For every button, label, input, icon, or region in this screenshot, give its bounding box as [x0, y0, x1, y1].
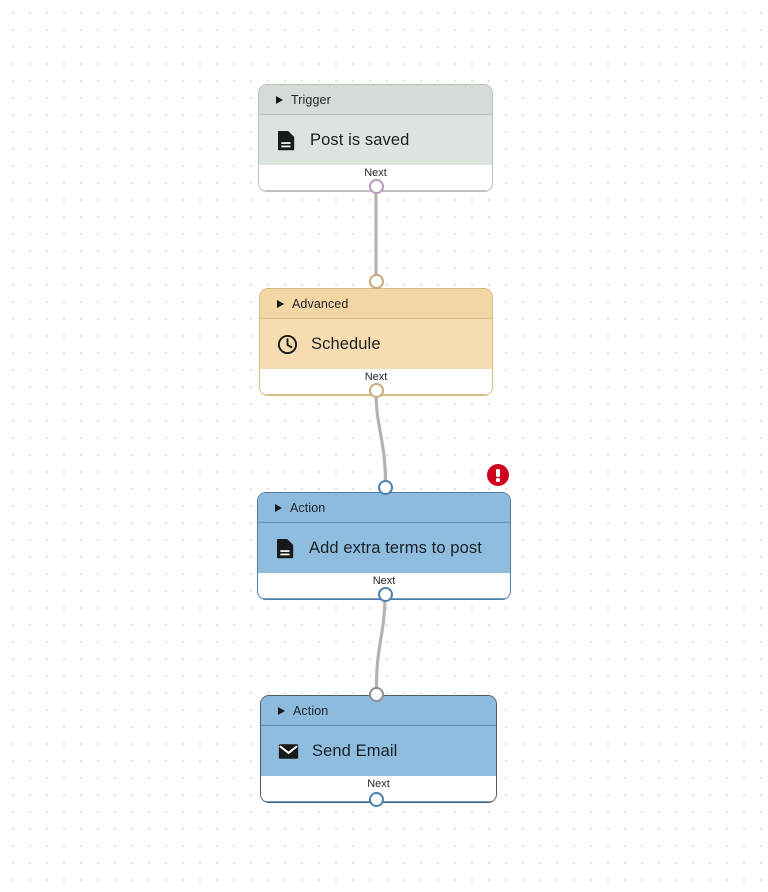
node-advanced-title: Schedule — [311, 334, 381, 353]
document-icon — [275, 538, 296, 559]
connector-advanced-to-action-terms — [374, 388, 388, 489]
node-action-email-body[interactable]: Send Email — [261, 726, 496, 776]
node-action-email-title: Send Email — [312, 741, 398, 760]
caret-right-icon[interactable] — [276, 95, 283, 104]
node-action-terms-header[interactable]: Action — [258, 493, 510, 523]
caret-right-icon[interactable] — [275, 503, 282, 512]
clock-icon — [277, 334, 298, 355]
node-advanced-header[interactable]: Advanced — [260, 289, 492, 319]
node-trigger-footer[interactable]: Next — [259, 165, 492, 191]
node-trigger[interactable]: Trigger Post is saved Next — [258, 84, 493, 192]
node-action-terms-body[interactable]: Add extra terms to post — [258, 523, 510, 573]
caret-right-icon[interactable] — [277, 299, 284, 308]
port-action-email-output[interactable] — [369, 792, 384, 807]
node-trigger-body[interactable]: Post is saved — [259, 115, 492, 165]
node-trigger-header-label: Trigger — [291, 92, 331, 107]
port-trigger-output[interactable] — [369, 179, 384, 194]
node-action-email-header-label: Action — [293, 703, 329, 718]
node-trigger-title: Post is saved — [310, 130, 410, 149]
port-advanced-output[interactable] — [369, 383, 384, 398]
node-action-terms-header-label: Action — [290, 500, 326, 515]
port-action-terms-output[interactable] — [378, 587, 393, 602]
node-trigger-header[interactable]: Trigger — [259, 85, 492, 115]
node-advanced-header-label: Advanced — [292, 296, 349, 311]
node-action-terms-next-label: Next — [372, 575, 396, 587]
error-badge[interactable] — [487, 464, 509, 486]
node-action-email-next-label: Next — [367, 778, 390, 790]
envelope-icon — [278, 741, 299, 762]
port-action-email-input[interactable] — [369, 687, 384, 702]
node-advanced-next-label: Next — [364, 371, 388, 383]
document-icon — [276, 130, 297, 151]
node-action-send-email[interactable]: Action Send Email Next — [260, 695, 497, 803]
node-advanced-body[interactable]: Schedule — [260, 319, 492, 369]
node-action-terms-title: Add extra terms to post — [309, 538, 482, 557]
caret-right-icon[interactable] — [278, 706, 285, 715]
error-exclamation-icon — [496, 468, 500, 482]
port-advanced-input[interactable] — [369, 274, 384, 289]
node-advanced[interactable]: Advanced Schedule Next — [259, 288, 493, 396]
port-action-terms-input[interactable] — [378, 480, 393, 495]
node-trigger-next-label: Next — [364, 167, 387, 179]
connector-action-terms-to-action-email — [374, 592, 387, 692]
node-action-add-extra-terms[interactable]: Action Add extra terms to post Next — [257, 492, 511, 600]
